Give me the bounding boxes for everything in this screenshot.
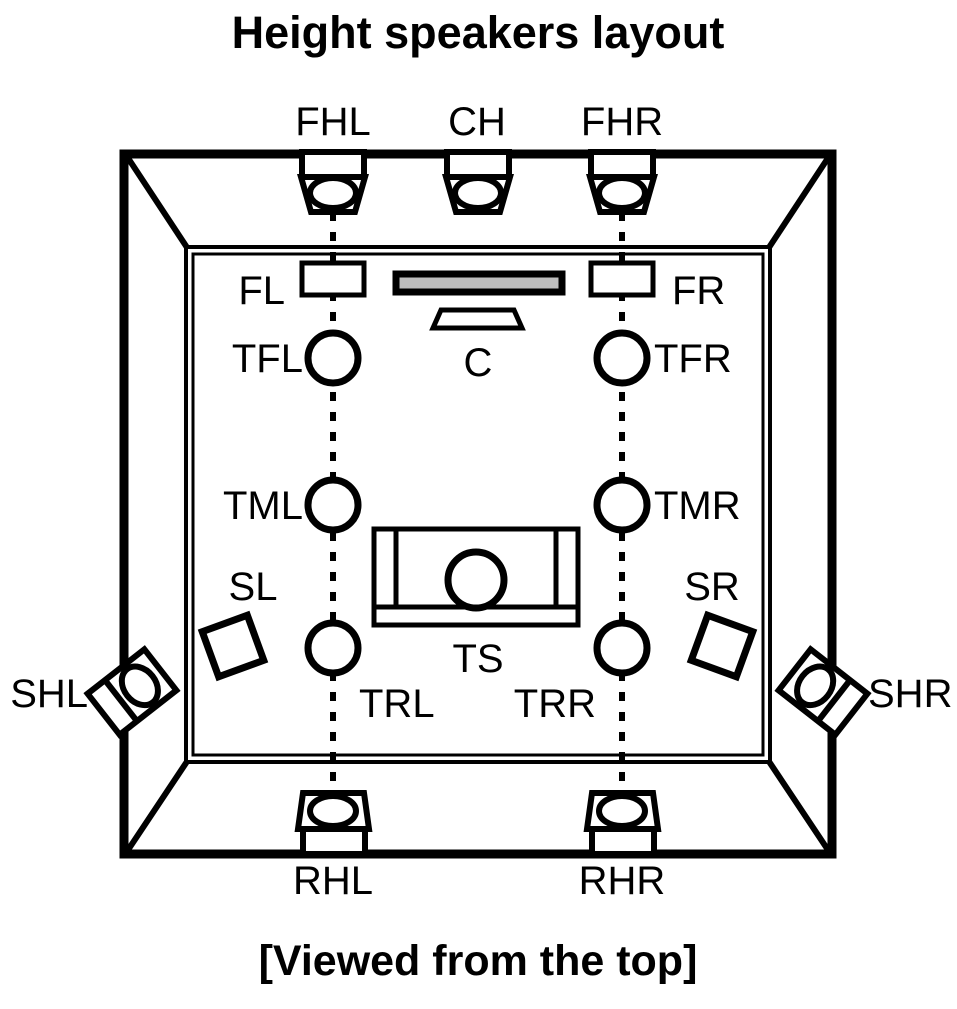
speaker-tmr[interactable]	[593, 476, 651, 534]
speaker-fl[interactable]	[299, 260, 367, 298]
speaker-sr[interactable]	[686, 610, 758, 682]
label-ts: TS	[452, 637, 503, 681]
speaker-shr[interactable]	[774, 645, 872, 739]
speaker-ch[interactable]	[442, 149, 514, 215]
speaker-fhr[interactable]	[586, 149, 658, 215]
speaker-rhr[interactable]	[583, 790, 662, 857]
speaker-tfr[interactable]	[593, 329, 651, 387]
corner-bevel-bottom-left	[125, 758, 191, 852]
speaker-tfl[interactable]	[304, 329, 362, 387]
label-tfl: TFL	[232, 337, 303, 381]
projection-screen	[392, 270, 566, 296]
speaker-fhl-mount	[299, 149, 367, 180]
label-rhl: RHL	[293, 859, 373, 903]
speaker-shl-divider	[102, 678, 140, 723]
label-tfr: TFR	[654, 337, 732, 381]
speaker-tml[interactable]	[304, 476, 362, 534]
sofa-armrest-right	[553, 526, 581, 612]
room-inner-wall-inner-edge	[191, 252, 765, 757]
speaker-rhr-driver	[596, 793, 648, 829]
sofa-armrest-left	[371, 526, 399, 612]
listener-head	[444, 548, 508, 612]
label-trr: TRR	[514, 682, 596, 726]
corner-bevel-top-right	[765, 156, 831, 251]
speaker-ch-driver	[452, 175, 504, 211]
speaker-sl[interactable]	[197, 610, 269, 682]
room-inner-wall	[184, 245, 772, 764]
label-sl: SL	[229, 565, 278, 609]
label-ch: CH	[448, 100, 506, 144]
speaker-shl[interactable]	[83, 645, 181, 739]
speaker-fhl-driver	[307, 175, 359, 211]
label-fhl: FHL	[295, 100, 371, 144]
corner-bevel-top-left	[125, 156, 191, 251]
speaker-trr[interactable]	[593, 619, 651, 677]
speaker-shr-driver	[794, 663, 837, 709]
speaker-fhl[interactable]	[297, 149, 369, 215]
label-shr: SHR	[868, 672, 952, 716]
label-sr: SR	[684, 565, 740, 609]
label-fhr: FHR	[581, 100, 663, 144]
speaker-rhl-driver	[307, 793, 359, 829]
speaker-ch-mount	[444, 149, 512, 180]
label-rhr: RHR	[579, 859, 666, 903]
speaker-shl-driver	[118, 663, 161, 709]
label-tmr: TMR	[654, 484, 741, 528]
speaker-center[interactable]	[429, 307, 526, 331]
speaker-fhr-driver	[596, 175, 648, 211]
speaker-rhr-mount	[589, 826, 657, 857]
diagram-title: Height speakers layout	[232, 7, 725, 58]
speaker-fhr-mount	[588, 149, 656, 180]
speaker-trl[interactable]	[304, 619, 362, 677]
label-fl: FL	[238, 269, 285, 313]
corner-bevel-bottom-right	[765, 758, 831, 852]
speaker-rhl-mount	[300, 826, 368, 857]
label-fr: FR	[672, 269, 725, 313]
speaker-rhl[interactable]	[294, 790, 373, 857]
listening-seat	[371, 526, 581, 628]
label-c: C	[464, 341, 493, 385]
label-trl: TRL	[359, 682, 435, 726]
speaker-fr[interactable]	[588, 260, 656, 298]
speaker-shr-divider	[815, 678, 853, 723]
label-tml: TML	[223, 484, 303, 528]
label-shl: SHL	[10, 672, 88, 716]
diagram-caption: [Viewed from the top]	[259, 937, 698, 985]
